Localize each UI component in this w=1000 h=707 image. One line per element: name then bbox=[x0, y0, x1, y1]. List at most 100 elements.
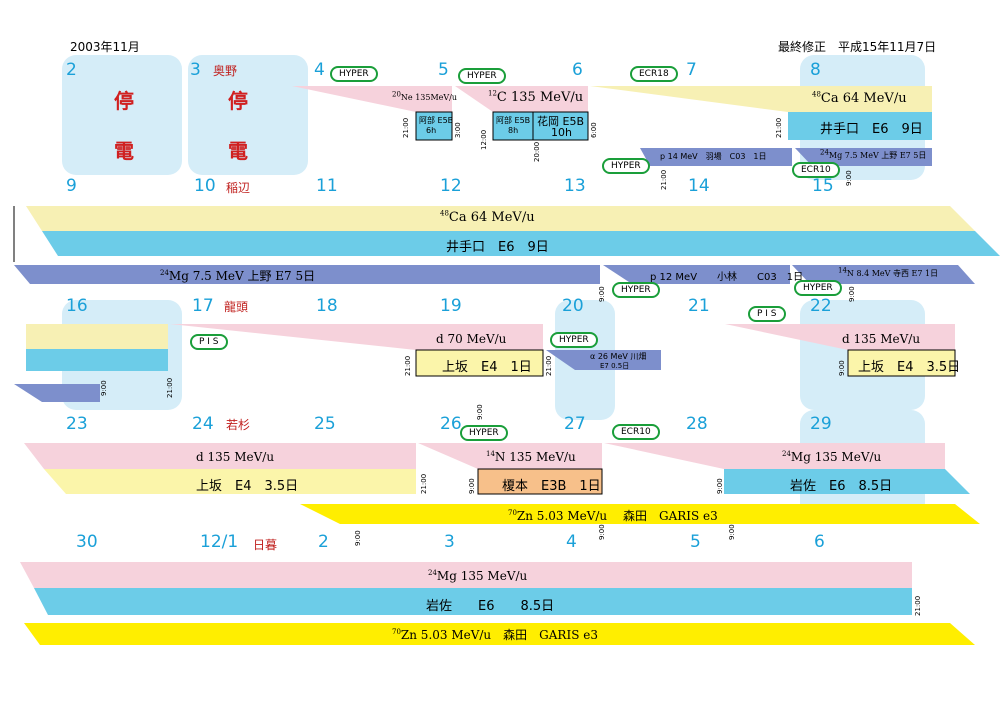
mg-beam-label: 24Mg 135 MeV/u bbox=[428, 569, 528, 583]
alpha-exp-label: E7 0.5日 bbox=[600, 362, 630, 370]
mg-exp-label: 岩佐 E6 8.5日 bbox=[790, 479, 893, 494]
ne-beam-bar bbox=[292, 86, 452, 112]
hyper-tag: HYPER bbox=[330, 66, 378, 82]
p12-beam-label: p 12 MeV 小林 C03 1日 bbox=[650, 272, 804, 283]
d135-exp-label: 上坂 E4 3.5日 bbox=[858, 360, 961, 375]
day-label: 27 bbox=[564, 414, 586, 434]
ca-beam-bar bbox=[26, 206, 975, 231]
hanaoka-exp-name: 花岡 E5B bbox=[537, 115, 584, 128]
month-title: 2003年11月 bbox=[70, 40, 140, 54]
day-label: 15 bbox=[812, 176, 834, 196]
time-mark: 9:00 bbox=[598, 524, 606, 540]
day-label: 4 bbox=[566, 532, 577, 552]
mg-beam-bar bbox=[20, 562, 912, 588]
p14-beam-label: p 14 MeV 羽場 C03 1日 bbox=[660, 152, 767, 161]
day-label: 22 bbox=[810, 296, 832, 316]
day-label: 16 bbox=[66, 296, 88, 316]
day-label: 20 bbox=[562, 296, 584, 316]
revision-date: 最終修正 平成15年11月7日 bbox=[778, 40, 937, 54]
ca-beam-label: 48Ca 64 MeV/u bbox=[440, 209, 535, 225]
day-label: 5 bbox=[438, 60, 449, 80]
zn-beam-bar bbox=[24, 623, 975, 645]
p12-beam-bar bbox=[603, 265, 790, 284]
day-label: 26 bbox=[440, 414, 462, 434]
time-mark: 21:00 bbox=[402, 117, 410, 138]
day-label: 3 bbox=[444, 532, 455, 552]
day-label: 21 bbox=[688, 296, 710, 316]
c12-beam-label: 12C 135 MeV/u bbox=[488, 89, 584, 105]
mg-beam-bar bbox=[795, 148, 932, 166]
ca-exp-bar bbox=[42, 231, 1000, 256]
day-label: 11 bbox=[316, 176, 338, 196]
time-mark: 21:00 bbox=[404, 355, 412, 376]
pis-tag: P I S bbox=[190, 334, 228, 350]
d70-exp-label: 上坂 E4 1日 bbox=[442, 360, 532, 375]
abe-exp-dur: 8h bbox=[508, 126, 519, 135]
day-label: 13 bbox=[564, 176, 586, 196]
outage-char: 停 bbox=[114, 89, 134, 113]
day-label: 5 bbox=[690, 532, 701, 552]
n14-beam-bar bbox=[418, 443, 602, 469]
alpha-beam-label: α 26 MeV 川畑 bbox=[590, 352, 647, 361]
mg-exp-bar bbox=[34, 588, 912, 615]
time-mark: 21:00 bbox=[914, 595, 922, 616]
time-mark: 21:00 bbox=[166, 377, 174, 398]
day-label: 2 bbox=[318, 532, 329, 552]
operator-name: 日暮 bbox=[253, 538, 278, 552]
day-label: 28 bbox=[686, 414, 708, 434]
d70-beam-label: d 70 MeV/u bbox=[436, 332, 507, 346]
mg-beam-label: 24Mg 7.5 MeV 上野 E7 5日 bbox=[160, 269, 316, 283]
alpha-beam-bar bbox=[546, 350, 661, 370]
time-mark: 9:00 bbox=[354, 530, 362, 546]
hyper-tag: HYPER bbox=[612, 282, 660, 298]
d135-exp-label: 上坂 E4 3.5日 bbox=[196, 479, 299, 494]
day-label: 14 bbox=[688, 176, 710, 196]
zn-beam-label: 70Zn 5.03 MeV/u 森田 GARIS e3 bbox=[392, 628, 598, 642]
day-label: 7 bbox=[686, 60, 697, 80]
day-label: 25 bbox=[314, 414, 336, 434]
n14-beam-bar bbox=[792, 265, 975, 284]
time-mark: 21:00 bbox=[420, 473, 428, 494]
d135-beam-bar bbox=[725, 324, 955, 350]
operator-name: 奥野 bbox=[213, 64, 238, 78]
day-label: 6 bbox=[814, 532, 825, 552]
day-label: 8 bbox=[810, 60, 821, 80]
abe-exp-dur: 6h bbox=[426, 126, 437, 135]
abe-exp-name: 阿部 E5B bbox=[419, 116, 454, 125]
day-label: 3 bbox=[190, 60, 201, 80]
hyper-tag: HYPER bbox=[458, 68, 506, 84]
mg-beam-bar bbox=[604, 443, 945, 469]
outage-char: 電 bbox=[228, 139, 248, 163]
d135-exp-bar bbox=[44, 469, 416, 494]
ca-beam-bar bbox=[590, 86, 932, 112]
operator-name: 若杉 bbox=[226, 418, 251, 432]
d135-beam-label: d 135 MeV/u bbox=[196, 450, 275, 464]
time-mark: 9:00 bbox=[838, 360, 846, 376]
hanaoka-exp-dur: 10h bbox=[551, 126, 572, 139]
day-label: 6 bbox=[572, 60, 583, 80]
day-label: 12/1 bbox=[200, 532, 239, 552]
mg-beam-label: 24Mg 7.5 MeV 上野 E7 5日 bbox=[820, 148, 927, 160]
zn-beam-label: 70Zn 5.03 MeV/u 森田 GARIS e3 bbox=[508, 509, 718, 523]
n14-exp-box bbox=[477, 468, 603, 495]
d135-beam-label: d 135 MeV/u bbox=[842, 332, 921, 346]
day-label: 30 bbox=[76, 532, 98, 552]
abe-exp-name: 阿部 E5B bbox=[496, 116, 531, 125]
time-mark: 12:00 bbox=[480, 129, 488, 150]
ca-beam-label: 48Ca 64 MeV/u bbox=[812, 90, 907, 106]
operator-name: 龍頭 bbox=[224, 300, 249, 314]
day-label: 10 bbox=[194, 176, 216, 196]
pis-tag: P I S bbox=[748, 306, 786, 322]
d70-beam-bar bbox=[170, 324, 543, 350]
ca-exp-bar bbox=[788, 112, 932, 140]
n14-beam-label: 14N 8.4 MeV 寺西 E7 1日 bbox=[838, 266, 939, 278]
c12-beam-bar bbox=[455, 86, 588, 112]
time-mark: 9:00 bbox=[476, 404, 484, 420]
mg-beam-bar bbox=[14, 265, 600, 284]
time-mark: 9:00 bbox=[728, 524, 736, 540]
outage-char: 電 bbox=[114, 139, 134, 163]
operator-name: 稲辺 bbox=[226, 181, 251, 195]
day-label: 18 bbox=[316, 296, 338, 316]
time-mark: 9:00 bbox=[716, 478, 724, 494]
watermark-shape bbox=[62, 55, 182, 175]
